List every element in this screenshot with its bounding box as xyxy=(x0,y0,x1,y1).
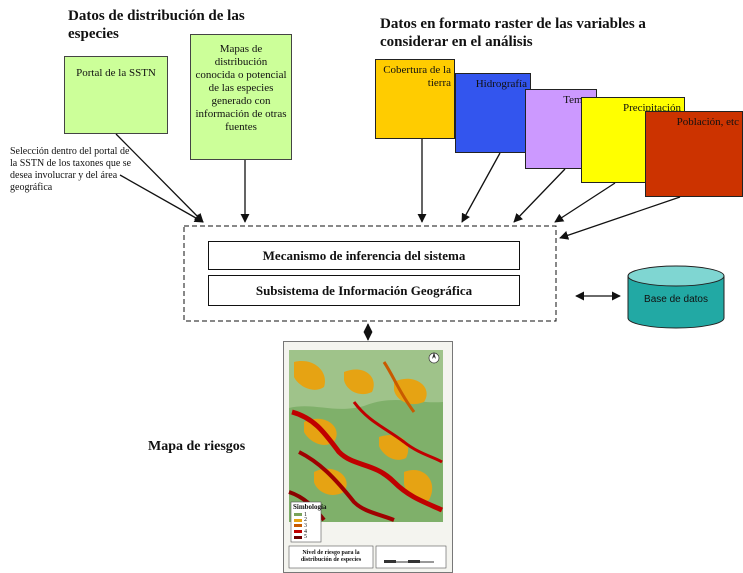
database-cylinder: Base de datos xyxy=(627,265,725,329)
left-heading: Datos de distribución de las especies xyxy=(68,8,245,42)
raster-layer-hidrografia: Hidrografía xyxy=(455,73,531,153)
inference-engine-label: Mecanismo de inferencia del sistema xyxy=(262,248,466,263)
right-heading: Datos en formato raster de las variables… xyxy=(380,16,646,50)
arrow-portal-to-system xyxy=(115,133,204,223)
raster-layer-label: Población, etc xyxy=(676,116,739,128)
database-label: Base de datos xyxy=(644,294,708,305)
risk-map-label: Mapa de riesgos xyxy=(148,439,246,454)
legend-title: Simbología xyxy=(293,503,327,511)
risk-map-image: Simbología 1 2 3 4 5 Nivel de riesgo par… xyxy=(283,341,453,573)
portal-box: Portal de la SSTN xyxy=(64,56,168,134)
risk-map-graphic xyxy=(288,350,447,569)
legend-swatch xyxy=(294,513,302,517)
legend-swatch xyxy=(294,518,302,522)
legend-item: 5 xyxy=(294,534,320,540)
legend-item: 4 xyxy=(294,529,320,535)
arrow-precipitacion xyxy=(554,182,616,223)
legend-swatch xyxy=(294,524,302,528)
legend-label: 3 xyxy=(304,522,307,529)
legend-swatch xyxy=(294,535,302,539)
legend-item: 1 xyxy=(294,512,320,518)
legend-label: 4 xyxy=(304,528,307,535)
arrow-hidrografia xyxy=(461,152,501,223)
legend-list: 1 2 3 4 5 xyxy=(294,512,320,540)
north-arrow-icon xyxy=(428,352,440,364)
maps-label: Mapas de distribución conocida o potenci… xyxy=(195,43,287,133)
legend-item: 3 xyxy=(294,523,320,529)
inference-engine-box: Mecanismo de inferencia del sistema xyxy=(208,241,520,270)
gis-subsystem-label: Subsistema de Información Geográfica xyxy=(255,283,473,298)
gis-subsystem-box: Subsistema de Información Geográfica xyxy=(208,275,520,306)
maps-box: Mapas de distribución conocida o potenci… xyxy=(190,34,292,160)
legend-swatch xyxy=(294,530,302,534)
arrow-poblacion xyxy=(559,196,681,240)
raster-layer-cobertura: Cobertura de la tierra xyxy=(375,59,455,139)
legend-label: 2 xyxy=(304,517,307,524)
legend-label: 1 xyxy=(304,511,307,518)
portal-label: Portal de la SSTN xyxy=(76,67,156,79)
map-caption: Nivel de riesgo para la distribución de … xyxy=(300,550,362,563)
raster-layer-label: Hidrografía xyxy=(475,78,527,90)
legend-item: 2 xyxy=(294,517,320,524)
arrow-temperatura xyxy=(513,168,566,223)
arrow-note-to-system xyxy=(119,174,204,223)
legend-label: 5 xyxy=(304,534,307,541)
raster-layer-poblacion: Población, etc xyxy=(645,111,743,197)
system-container xyxy=(183,225,557,322)
selection-note: Selección dentro del portal de la SSTN d… xyxy=(10,146,132,193)
raster-layer-label: Cobertura de la tierra xyxy=(383,64,451,89)
